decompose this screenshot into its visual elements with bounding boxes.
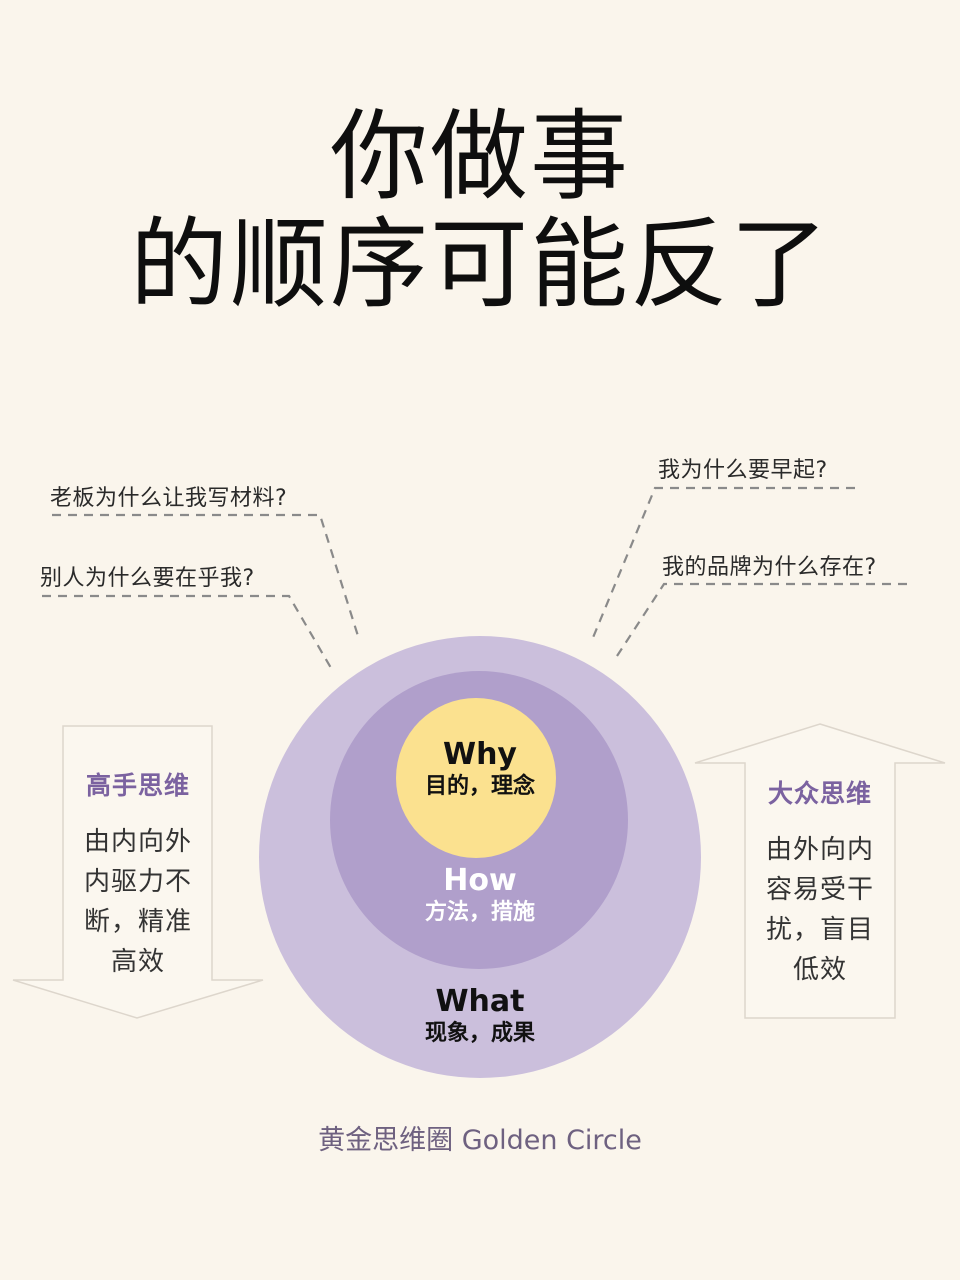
title-line-2: 的顺序可能反了 xyxy=(129,208,830,322)
caption-zh: 黄金思维圈 xyxy=(318,1125,454,1156)
mass-thinking-title: 大众思维 xyxy=(767,779,872,808)
expert-line-3: 断，精准 xyxy=(83,907,192,937)
question-boss-materials: 老板为什么让我写材料? xyxy=(50,486,288,511)
why-circle xyxy=(396,698,556,858)
expert-thinking-title: 高手思维 xyxy=(85,771,190,800)
mass-line-4: 低效 xyxy=(792,955,847,985)
leader-line-right-1 xyxy=(590,486,855,641)
leader-line-right-2 xyxy=(616,582,907,657)
leader-line-left-1 xyxy=(52,513,360,637)
down-arrow-shape xyxy=(12,725,264,1019)
expert-thinking-panel: 高手思维 由内向外 内驱力不 断，精准 高效 xyxy=(63,766,213,982)
question-others-care: 别人为什么要在乎我? xyxy=(40,566,255,591)
expert-line-2: 内驱力不 xyxy=(83,867,192,897)
diagram-caption: 黄金思维圈 Golden Circle xyxy=(0,1118,960,1157)
expert-line-1: 由内向外 xyxy=(83,827,192,857)
mass-thinking-panel: 大众思维 由外向内 容易受干 扰，盲目 低效 xyxy=(745,774,895,990)
why-desc: 目的，理念 xyxy=(424,774,535,799)
caption-en: Golden Circle xyxy=(461,1125,642,1156)
mass-line-3: 扰，盲目 xyxy=(765,915,874,945)
question-brand-exist: 我的品牌为什么存在? xyxy=(662,555,877,580)
what-desc: 现象，成果 xyxy=(424,1021,535,1046)
leader-line-left-2 xyxy=(42,594,332,669)
what-label: What 现象，成果 xyxy=(330,985,630,1049)
expert-thinking-desc: 由内向外 内驱力不 断，精准 高效 xyxy=(63,822,213,982)
how-label: How 方法，措施 xyxy=(330,864,630,928)
mass-line-1: 由外向内 xyxy=(765,835,874,865)
how-title: How xyxy=(443,863,517,898)
mass-thinking-desc: 由外向内 容易受干 扰，盲目 低效 xyxy=(745,830,895,990)
up-arrow-shape xyxy=(694,723,946,1019)
question-wake-early: 我为什么要早起? xyxy=(658,458,828,483)
expert-line-4: 高效 xyxy=(110,947,165,977)
why-label: Why 目的，理念 xyxy=(330,738,630,802)
what-title: What xyxy=(435,984,525,1019)
how-desc: 方法，措施 xyxy=(424,900,535,925)
dashed-leader-lines xyxy=(42,486,907,669)
mass-line-2: 容易受干 xyxy=(765,875,874,905)
why-title: Why xyxy=(442,737,517,772)
title-line-1: 你做事 xyxy=(329,100,630,214)
